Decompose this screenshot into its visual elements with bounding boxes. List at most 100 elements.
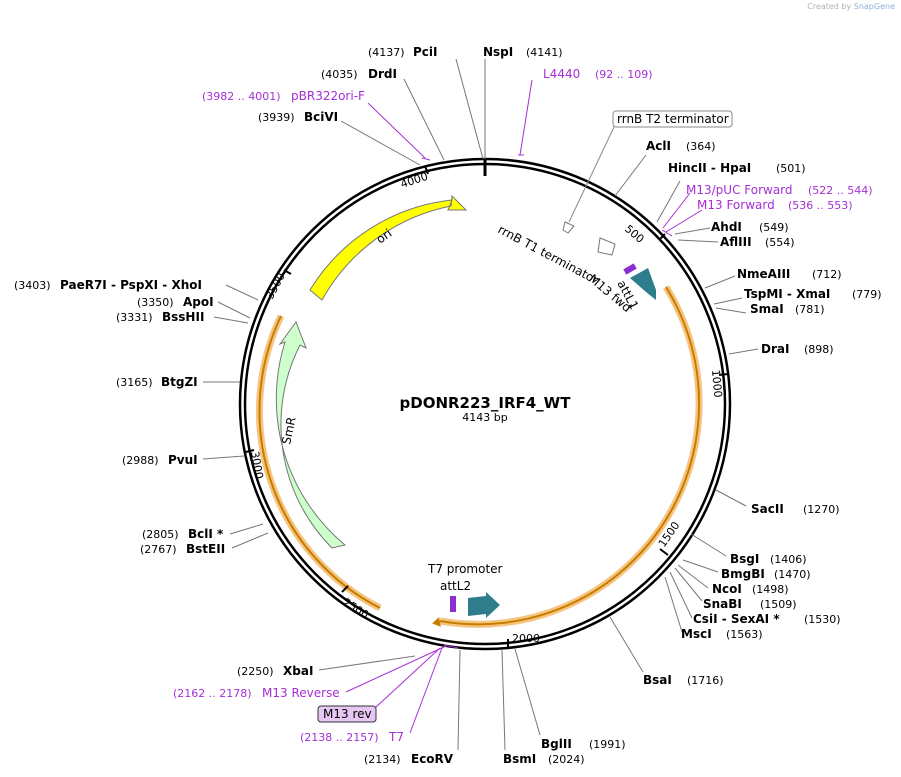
tick-3500: 3500 xyxy=(263,271,288,302)
site-drai-pos: (898) xyxy=(804,343,834,356)
left-site-labels: (4137) PciI NspI (4141) (4035) DrdI (3939) B… xyxy=(14,45,563,766)
site-bsgi: BsgI xyxy=(730,552,759,566)
rrnb-t2-shape xyxy=(562,221,575,234)
site-xbai-pos: (2250) xyxy=(237,665,274,678)
ori-arrow xyxy=(309,194,468,301)
site-tspmi-pos: (779) xyxy=(852,288,882,301)
site-tspmi: TspMI - XmaI xyxy=(744,287,830,301)
site-ecorv-pos: (2134) xyxy=(364,753,401,766)
smr-arrow xyxy=(275,320,347,549)
site-bsmi: BsmI xyxy=(503,752,536,766)
site-afliii-pos: (554) xyxy=(765,236,795,249)
primer-l4440: L4440 xyxy=(543,67,580,81)
site-bsshii-pos: (3331) xyxy=(116,311,153,324)
t7-marker xyxy=(450,596,456,612)
primer-t7-range: (2138 .. 2157) xyxy=(300,731,379,744)
snapgene-credit: Created by SnapGene xyxy=(807,2,895,11)
site-ahdi-pos: (549) xyxy=(759,221,789,234)
backbone-arc xyxy=(258,315,381,609)
right-leaders xyxy=(501,154,759,751)
site-bcivi: BciVI xyxy=(304,110,338,124)
tick-2000: 2000 xyxy=(512,632,540,645)
attl2-label: attL2 xyxy=(440,579,471,593)
tick-3000: 3000 xyxy=(248,450,266,480)
smr-label: SmR xyxy=(279,416,298,446)
site-nmeaiii: NmeAIII xyxy=(737,267,790,281)
site-ahdi: AhdI xyxy=(711,220,742,234)
primer-l4440-range: (92 .. 109) xyxy=(595,68,653,81)
site-csii: CsiI - SexAI * xyxy=(693,612,780,626)
site-bmgbi-pos: (1470) xyxy=(774,568,811,581)
site-bsmi-pos: (2024) xyxy=(548,753,585,766)
site-hincii-pos: (501) xyxy=(776,162,806,175)
attl1-arrow xyxy=(630,268,656,300)
primer-m13fwd: M13 Forward xyxy=(697,198,775,212)
site-ecorv: EcoRV xyxy=(411,752,454,766)
site-bcivi-pos: (3939) xyxy=(258,111,295,124)
site-afliii: AflIII xyxy=(720,235,752,249)
primer-m13reverse: M13 Reverse xyxy=(262,686,340,700)
tick-marks xyxy=(245,165,729,648)
site-nspi: NspI xyxy=(483,45,513,59)
site-btgzi: BtgZI xyxy=(161,375,198,389)
plasmid-name: pDONR223_IRF4_WT xyxy=(400,394,572,412)
site-xbai: XbaI xyxy=(283,664,313,678)
rrnb-t2-box xyxy=(612,110,733,128)
m13-rev-box xyxy=(317,705,377,723)
rrnb-t1-label: rrnB T1 terminator xyxy=(496,222,601,287)
site-pcii-pos: (4137) xyxy=(368,46,405,59)
site-ncoi: NcoI xyxy=(712,582,742,596)
primer-m13rev: M13 rev xyxy=(323,707,372,721)
site-drdi-pos: (4035) xyxy=(321,68,358,81)
primer-m13puc: M13/pUC Forward xyxy=(686,183,793,197)
site-acli: AclI xyxy=(646,139,671,153)
site-bsai-pos: (1716) xyxy=(687,674,724,687)
site-bsai: BsaI xyxy=(643,673,672,687)
site-bmgbi: BmgBI xyxy=(721,567,765,581)
site-nmeaiii-pos: (712) xyxy=(812,268,842,281)
site-ncoi-pos: (1498) xyxy=(752,583,789,596)
site-apoi-pos: (3350) xyxy=(137,296,174,309)
site-msci-pos: (1563) xyxy=(726,628,763,641)
site-msci: MscI xyxy=(681,627,712,641)
site-snabi-pos: (1509) xyxy=(760,598,797,611)
right-site-labels: AclI (364) HincII - HpaI (501) AhdI (549) A… xyxy=(503,139,882,766)
insert-arrow xyxy=(432,617,441,627)
site-sacii: SacII xyxy=(751,502,784,516)
primer-m13puc-range: (522 .. 544) xyxy=(808,184,873,197)
t7-promoter-label: T7 promoter xyxy=(427,562,503,576)
site-hincii: HincII - HpaI xyxy=(668,161,751,175)
site-nspi-pos: (4141) xyxy=(526,46,563,59)
site-bcli: BclI * xyxy=(188,527,224,541)
site-snabi: SnaBI xyxy=(703,597,742,611)
site-sacii-pos: (1270) xyxy=(803,503,840,516)
tick-1000: 1000 xyxy=(709,369,724,398)
site-bsshii: BssHII xyxy=(162,310,204,324)
primer-m13rev-range: (2162 .. 2178) xyxy=(173,687,252,700)
plasmid-size: 4143 bp xyxy=(462,411,507,424)
site-bglii: BglII xyxy=(541,737,572,751)
insert-arc xyxy=(439,286,701,626)
site-bsgi-pos: (1406) xyxy=(770,553,807,566)
primer-pbr322-range: (3982 .. 4001) xyxy=(202,90,281,103)
site-drdi: DrdI xyxy=(368,67,397,81)
site-pcii: PciI xyxy=(413,45,438,59)
site-bsteii: BstEII xyxy=(186,542,225,556)
site-smai-pos: (781) xyxy=(795,303,825,316)
site-pvui: PvuI xyxy=(168,453,198,467)
primer-pbr322: pBR322ori-F xyxy=(291,89,365,103)
attl2-arrow xyxy=(468,592,500,618)
site-drai: DraI xyxy=(761,342,789,356)
rrnb-t1-shape xyxy=(597,237,616,256)
left-leaders xyxy=(202,58,486,751)
site-apoi: ApoI xyxy=(183,295,214,309)
site-acli-pos: (364) xyxy=(686,140,716,153)
site-bsteii-pos: (2767) xyxy=(140,543,177,556)
primer-t7: T7 xyxy=(388,730,404,744)
site-csii-pos: (1530) xyxy=(804,613,841,626)
primer-leaders xyxy=(345,79,703,734)
site-pvui-pos: (2988) xyxy=(122,454,159,467)
site-bglii-pos: (1991) xyxy=(589,738,626,751)
site-bcli-pos: (2805) xyxy=(142,528,179,541)
